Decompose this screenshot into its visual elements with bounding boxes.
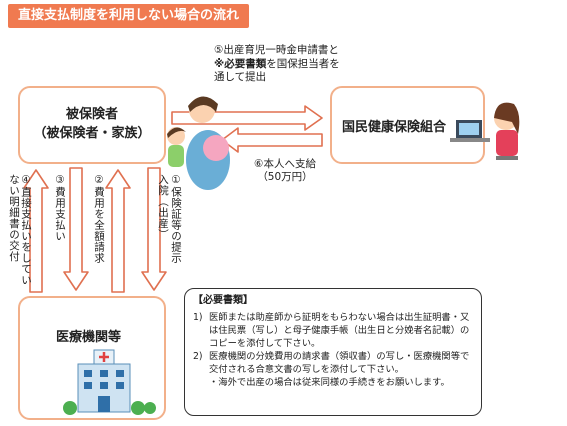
step6-note: ⑥本人へ支給 （50万円） [230,158,340,184]
insured-box: 被保険者 （被保険者・家族） [18,86,166,164]
step4-col2: ない明細書の交付 [8,174,20,262]
arrow-step3 [63,167,89,291]
docs-item: ・海外で出産の場合は従来同様の手続きをお願いします。 [193,376,473,389]
docs-item: 1) 医師または助産師から証明をもらわない場合は出生証明書・又は住民票（写し）と… [193,311,473,350]
medical-label: 医療機関等 [56,330,122,345]
docs-item-text: ・海外で出産の場合は従来同様の手続きをお願いします。 [209,377,450,388]
arrow-step4 [23,169,49,293]
insured-label: 被保険者 [65,107,118,122]
required-docs-box: 【必要書類】 1) 医師または助産師から証明をもらわない場合は出生証明書・又は住… [184,288,482,416]
docs-item: 2) 医療機関の分娩費用の請求書（領収書）の写し・医療機関等で交付される合意文書… [193,350,473,376]
docs-item-num: 1) [193,312,203,323]
step5-note: ⑤出産育児一時金申請書と※必要書類を国保担当者を通して提出 [214,44,346,85]
docs-item-text: 医師または助産師から証明をもらわない場合は出生証明書・又は住民票（写し）と母子健… [209,312,470,349]
arrow-payment [221,127,323,153]
step1-col1: ①保険証等の提示 [170,174,182,264]
kokuho-label: 国民健康保険組合 [342,120,447,135]
insured-sublabel: （被保険者・家族） [33,126,151,141]
step5-prefix: ⑤出産育児一時金申請書と [214,44,339,56]
arrow-step2 [105,169,131,293]
step5-bold: ※必要書類 [214,57,267,70]
docs-item-num [193,376,206,389]
docs-heading: 【必要書類】 [193,295,253,306]
docs-item-text: 医療機関の分娩費用の請求書（領収書）の写し・医療機関等で交付される合意文書の写し… [209,351,470,375]
step2-label: ②費用を全額請求 [93,174,105,264]
step4-col1: ④直接支払いをしてい [20,174,32,286]
step5-suffix: を国保担当者を通して提出 [214,57,340,84]
step6-line2: （50万円） [257,171,313,183]
step1-col2: 入院（出産） [157,174,169,240]
docs-item-num: 2) [193,351,203,362]
step6-line1: ⑥本人へ支給 [254,158,316,170]
arrow-step1 [141,167,167,291]
step3-col1: ③費用支払い [54,174,66,242]
page-title: 直接支払制度を利用しない場合の流れ [8,4,250,28]
